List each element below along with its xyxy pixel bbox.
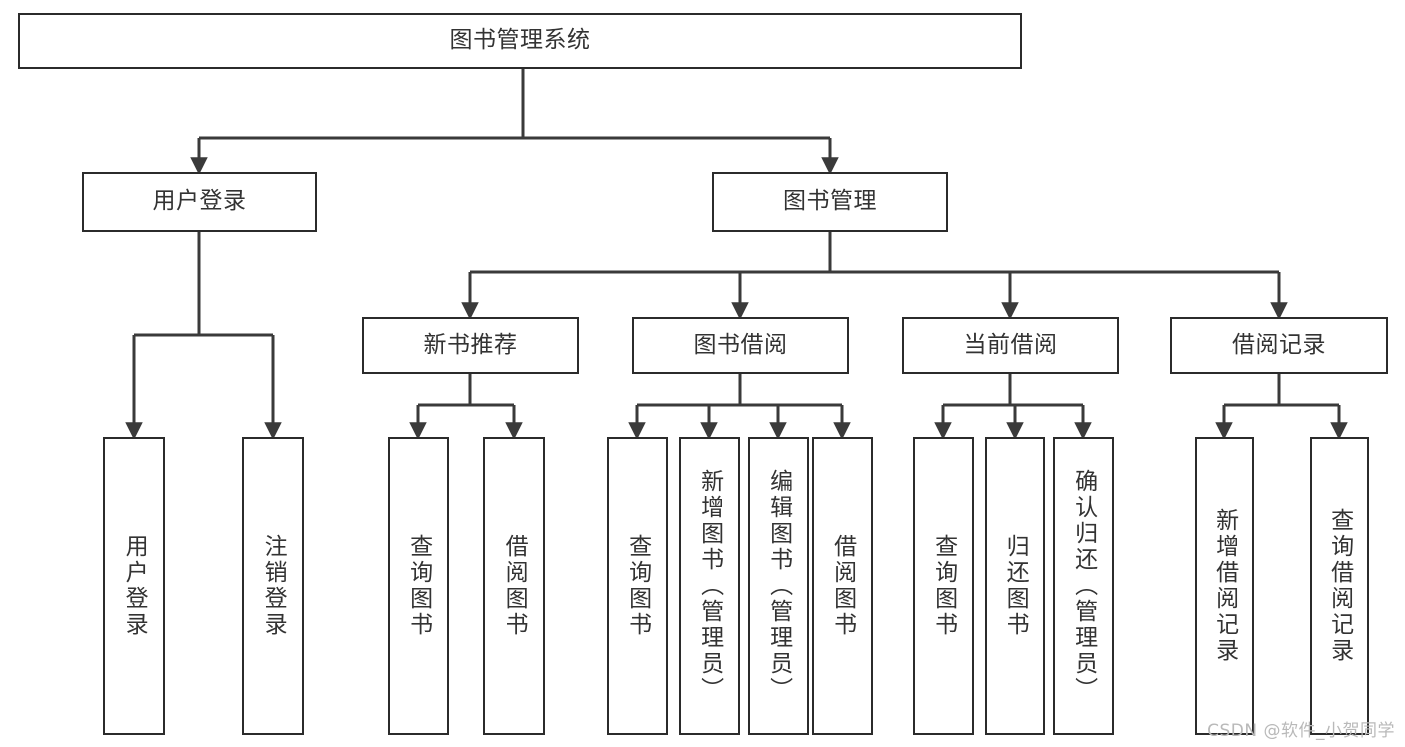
node-leaf-add-record-label: 新增借阅记录 — [1211, 508, 1238, 664]
node-user-login-label: 用户登录 — [152, 188, 247, 215]
node-new-book-recommend-label: 新书推荐 — [423, 331, 518, 358]
node-user-login[interactable]: 用户登录 — [82, 172, 317, 232]
node-leaf-borrow-book-2[interactable]: 借阅图书 — [812, 437, 873, 735]
node-book-manage-label: 图书管理 — [783, 188, 877, 215]
node-leaf-logout[interactable]: 注销登录 — [242, 437, 304, 735]
node-leaf-confirm-return-label: 确认归还（管理员） — [1070, 469, 1097, 703]
node-leaf-return-book-label: 归还图书 — [1002, 534, 1029, 638]
node-book-borrow-label: 图书借阅 — [693, 331, 788, 358]
node-leaf-return-book[interactable]: 归还图书 — [985, 437, 1045, 735]
node-leaf-borrow-book-1[interactable]: 借阅图书 — [483, 437, 545, 735]
node-leaf-borrow-book-1-label: 借阅图书 — [501, 534, 528, 638]
node-borrow-record[interactable]: 借阅记录 — [1170, 317, 1388, 374]
node-leaf-confirm-return[interactable]: 确认归还（管理员） — [1053, 437, 1114, 735]
node-leaf-query-book-1[interactable]: 查询图书 — [388, 437, 449, 735]
node-leaf-query-record[interactable]: 查询借阅记录 — [1310, 437, 1369, 735]
node-leaf-edit-book-label: 编辑图书（管理员） — [765, 469, 792, 703]
node-leaf-query-book-3-label: 查询图书 — [930, 534, 957, 638]
node-leaf-add-book-label: 新增图书（管理员） — [696, 469, 723, 703]
node-root[interactable]: 图书管理系统 — [18, 13, 1022, 69]
node-leaf-borrow-book-2-label: 借阅图书 — [829, 534, 856, 638]
node-leaf-query-book-3[interactable]: 查询图书 — [913, 437, 974, 735]
node-book-borrow[interactable]: 图书借阅 — [632, 317, 849, 374]
node-borrow-record-label: 借阅记录 — [1232, 331, 1326, 358]
node-leaf-query-book-2-label: 查询图书 — [624, 534, 651, 638]
node-current-borrow[interactable]: 当前借阅 — [902, 317, 1119, 374]
node-current-borrow-label: 当前借阅 — [963, 331, 1058, 358]
node-root-label: 图书管理系统 — [449, 27, 591, 54]
node-book-manage[interactable]: 图书管理 — [712, 172, 948, 232]
node-new-book-recommend[interactable]: 新书推荐 — [362, 317, 579, 374]
node-leaf-query-book-1-label: 查询图书 — [405, 534, 432, 638]
node-leaf-user-login[interactable]: 用户登录 — [103, 437, 165, 735]
watermark-text: CSDN @软件_小贺同学 — [1207, 721, 1395, 741]
node-leaf-user-login-label: 用户登录 — [121, 534, 148, 638]
node-leaf-add-record[interactable]: 新增借阅记录 — [1195, 437, 1254, 735]
node-leaf-edit-book[interactable]: 编辑图书（管理员） — [748, 437, 809, 735]
node-leaf-add-book[interactable]: 新增图书（管理员） — [679, 437, 740, 735]
node-leaf-query-record-label: 查询借阅记录 — [1326, 508, 1353, 664]
node-leaf-logout-label: 注销登录 — [260, 534, 287, 638]
node-leaf-query-book-2[interactable]: 查询图书 — [607, 437, 668, 735]
